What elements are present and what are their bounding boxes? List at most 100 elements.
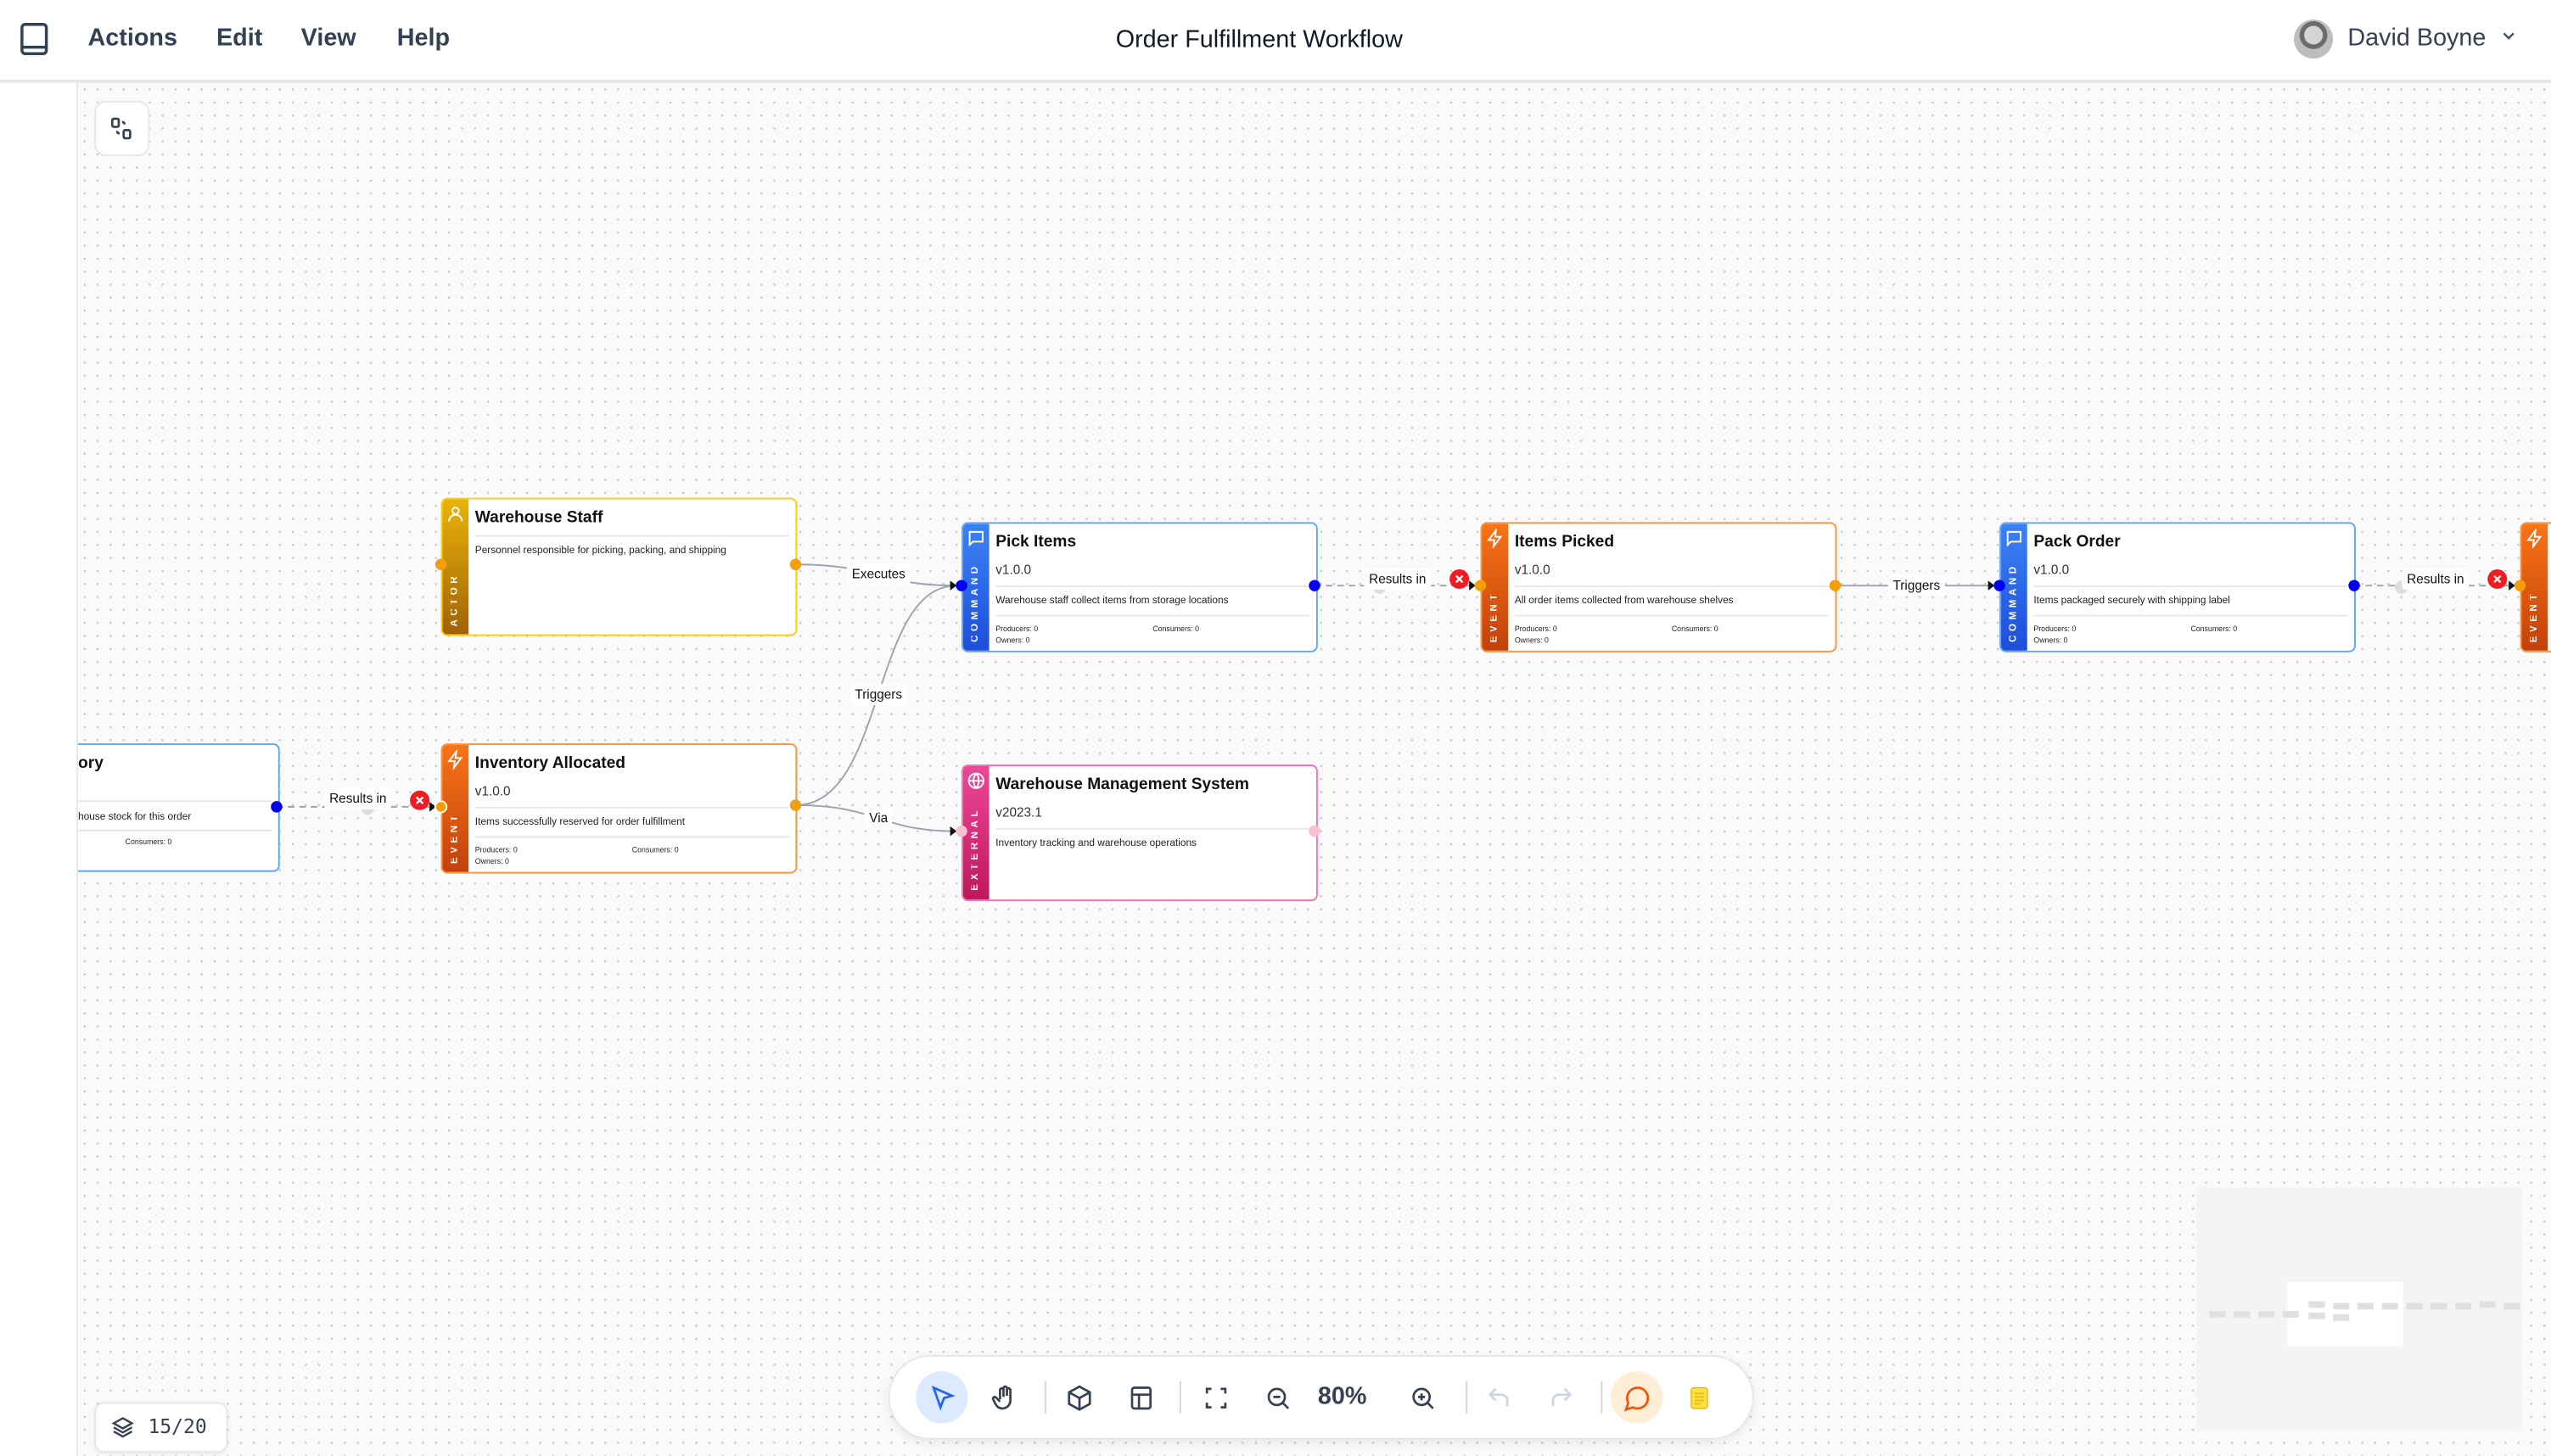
- node-producers: Producers: 0: [474, 845, 518, 854]
- undo-icon: [1487, 1386, 1508, 1406]
- node-producers: Producers: 0: [2033, 624, 2077, 633]
- node-version: v1.0.0: [995, 563, 1032, 578]
- edge-label[interactable]: Triggers: [1887, 574, 1945, 596]
- zoom-in-button[interactable]: [1396, 1371, 1448, 1423]
- avatar[interactable]: [2294, 20, 2334, 59]
- lightning-icon: [1487, 529, 1503, 549]
- chevron-down-icon[interactable]: [2501, 28, 2517, 44]
- book-logo-icon[interactable]: [20, 23, 49, 55]
- node-owners: Owners: 0: [1514, 636, 1549, 645]
- cube-icon: [1067, 1384, 1090, 1410]
- node-kind-label: COMMAND: [971, 563, 982, 643]
- edge-label[interactable]: Executes: [846, 563, 911, 585]
- node-description: Inventory tracking and warehouse operati…: [995, 837, 1197, 849]
- node-version: v1.0.0: [474, 784, 511, 799]
- menu-help[interactable]: Help: [396, 24, 451, 53]
- node-consumers: Consumers: 0: [2190, 624, 2238, 633]
- node-type-strip: EVENT: [442, 745, 469, 872]
- comment-button[interactable]: [1610, 1371, 1663, 1424]
- node-description: Items packaged securely with shipping la…: [2033, 595, 2230, 608]
- undo-button[interactable]: [1472, 1371, 1524, 1423]
- auto-layout-button[interactable]: [94, 100, 150, 157]
- node-title: Items Picked: [1514, 533, 1615, 552]
- node-owners: Owners: 0: [474, 857, 509, 865]
- pan-tool-button[interactable]: [978, 1371, 1029, 1423]
- node-kind-label: COMMAND: [2009, 563, 2020, 643]
- node-kind-label: EVENT: [451, 811, 461, 864]
- node-kind-label: EXTERNAL: [971, 807, 982, 892]
- node-type-strip: ACTOR: [442, 499, 469, 635]
- user-name[interactable]: David Boyne: [2347, 24, 2487, 53]
- globe-icon: [967, 772, 984, 789]
- node-title: Warehouse Management System: [995, 776, 1249, 794]
- node-title: Pack Order: [2033, 533, 2121, 552]
- node-producers: Producers: 0: [1514, 624, 1557, 633]
- redo-button[interactable]: [1534, 1371, 1586, 1423]
- user-icon: [448, 507, 463, 522]
- node-consumers: Consumers: 0: [1671, 624, 1718, 633]
- layout-button[interactable]: [1114, 1371, 1166, 1423]
- edge-label[interactable]: Triggers: [849, 684, 907, 706]
- minimap[interactable]: [2196, 1187, 2522, 1432]
- zoom-in-icon: [1411, 1386, 1433, 1408]
- fullscreen-icon: [1204, 1386, 1226, 1408]
- node-kind-label: EVENT: [2530, 590, 2540, 643]
- edge-label[interactable]: Results in: [324, 787, 392, 809]
- select-tool-button[interactable]: [916, 1371, 968, 1424]
- workflow-title: Order Fulfillment Workflow: [1115, 25, 1403, 54]
- node-kind-label: ACTOR: [451, 572, 461, 627]
- hand-icon: [990, 1384, 1011, 1409]
- node-description: Personnel responsible for picking, packi…: [474, 545, 726, 557]
- node-title: ory: [78, 754, 104, 773]
- edge-label[interactable]: Via: [864, 807, 893, 829]
- node-description: Items successfully reserved for order fu…: [474, 816, 686, 828]
- zoom-out-button[interactable]: [1251, 1371, 1303, 1423]
- sticky-note-icon: [1690, 1386, 1707, 1408]
- message-icon: [968, 530, 984, 547]
- zoom-out-icon: [1266, 1386, 1289, 1408]
- lightning-icon: [447, 749, 463, 770]
- top-header: Actions Edit View Help Order Fulfillment…: [0, 0, 2551, 83]
- node-description: house stock for this order: [78, 811, 192, 824]
- node-event[interactable]: EVENT: [2520, 522, 2551, 652]
- node-title: Inventory Allocated: [474, 754, 626, 773]
- node-title: Pick Items: [995, 533, 1077, 552]
- menu-view[interactable]: View: [300, 24, 356, 53]
- node-type-strip: EVENT: [2521, 524, 2548, 651]
- edge-label[interactable]: Results in: [1364, 568, 1432, 590]
- node-description: All order items collected from warehouse…: [1514, 595, 1734, 608]
- node-version: v1.0.0: [1514, 563, 1550, 578]
- menu-edit[interactable]: Edit: [216, 24, 263, 53]
- node-consumers: Consumers: 0: [631, 845, 679, 854]
- node-owners: Owners: 0: [995, 636, 1030, 645]
- bottom-toolbar: [888, 1354, 1754, 1440]
- node-version: v1.0.0: [2033, 563, 2070, 578]
- fit-view-button[interactable]: [1189, 1371, 1241, 1423]
- node-consumers: Consumers: 0: [125, 837, 172, 846]
- sidebar-mask: [0, 82, 79, 1456]
- node-type-strip: COMMAND: [2001, 524, 2027, 651]
- node-owners: Owners: 0: [2033, 636, 2068, 645]
- node-external[interactable]: EXTERNAL Warehouse Management System v2023…: [962, 764, 1318, 902]
- node-consumers: Consumers: 0: [1152, 624, 1200, 633]
- zoom-level: 80%: [1317, 1382, 1367, 1411]
- redo-icon: [1550, 1386, 1572, 1406]
- node-type-strip: EVENT: [1482, 524, 1509, 651]
- node-type-strip: COMMAND: [962, 524, 990, 651]
- layout-icon: [1130, 1386, 1152, 1409]
- menu-actions[interactable]: Actions: [87, 24, 177, 53]
- node-description: Warehouse staff collect items from stora…: [995, 595, 1229, 608]
- layers-counter[interactable]: 15/20: [94, 1402, 228, 1453]
- add-node-button[interactable]: [1052, 1371, 1104, 1423]
- message-icon: [2006, 530, 2021, 547]
- edge-label[interactable]: Results in: [2402, 568, 2470, 590]
- node-version: v2023.1: [995, 804, 1042, 820]
- layers-icon: [111, 1417, 134, 1438]
- sticky-note-button[interactable]: [1673, 1371, 1724, 1423]
- node-kind-label: EVENT: [1490, 590, 1500, 643]
